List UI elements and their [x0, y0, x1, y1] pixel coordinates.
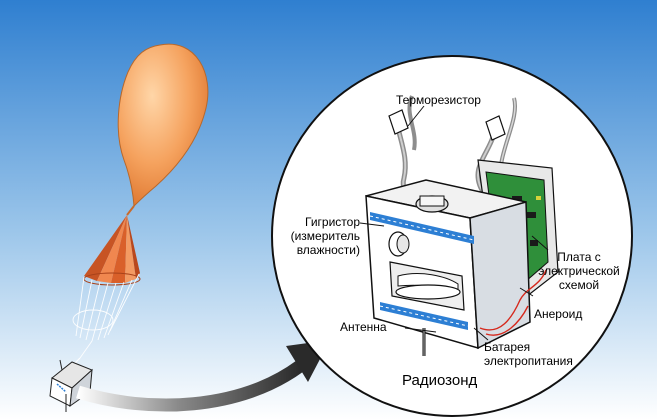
battery-label: Батарея электропитания	[484, 340, 573, 368]
diagram-caption: Радиозонд	[402, 372, 478, 389]
red-wires	[479, 269, 547, 336]
weather-balloon	[117, 43, 209, 216]
aneroid-label: Анероид	[534, 307, 583, 321]
leader-lines	[359, 222, 549, 341]
hygristor-label: Гигристор (измеритель влажности)	[290, 215, 360, 257]
thermistor-label: Терморезистор	[396, 93, 481, 107]
circuit-board-label: Плата с электрической схемой	[538, 250, 620, 292]
radiosonde-housing	[365, 179, 531, 356]
parachute	[72, 215, 141, 359]
antenna-label: Антенна	[340, 320, 387, 334]
